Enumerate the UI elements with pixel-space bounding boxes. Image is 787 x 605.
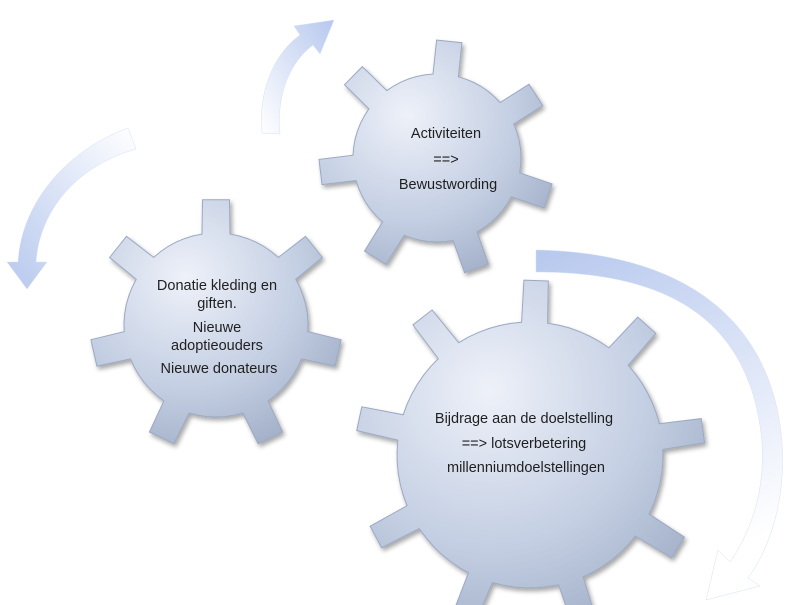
gear-donatie-label: Donatie kleding en giften. Nieuwe adopti… xyxy=(157,278,281,377)
gear-text-line: Nieuwe xyxy=(193,320,241,336)
gear-donatie xyxy=(90,199,342,445)
gear-text-line: Activiteiten xyxy=(411,126,481,142)
gear-text-line: Donatie kleding en xyxy=(157,278,277,294)
gear-text-line: millenniumdoelstellingen xyxy=(447,460,605,476)
gear-text-line: Nieuwe donateurs xyxy=(161,361,278,377)
cycle-arrow-top xyxy=(261,19,335,135)
gear-text-line: Bewustwording xyxy=(399,177,497,193)
gear-bijdrage-label: Bijdrage aan de doelstelling ==> lotsver… xyxy=(435,411,617,476)
gear-activiteiten xyxy=(318,39,553,274)
cycle-arrow-right xyxy=(535,249,783,601)
gear-activiteiten-label: Activiteiten ==> Bewustwording xyxy=(399,126,497,193)
gear-text-line: ==> xyxy=(433,152,458,168)
gear-text-line: giften. xyxy=(197,296,237,312)
gear-text-line: Bijdrage aan de doelstelling xyxy=(435,411,613,427)
gear-text-line: ==> lotsverbetering xyxy=(462,436,587,452)
gear-bijdrage xyxy=(356,279,706,605)
cycle-arrow-left xyxy=(6,127,137,290)
gear-text-line: adoptieouders xyxy=(171,338,263,354)
